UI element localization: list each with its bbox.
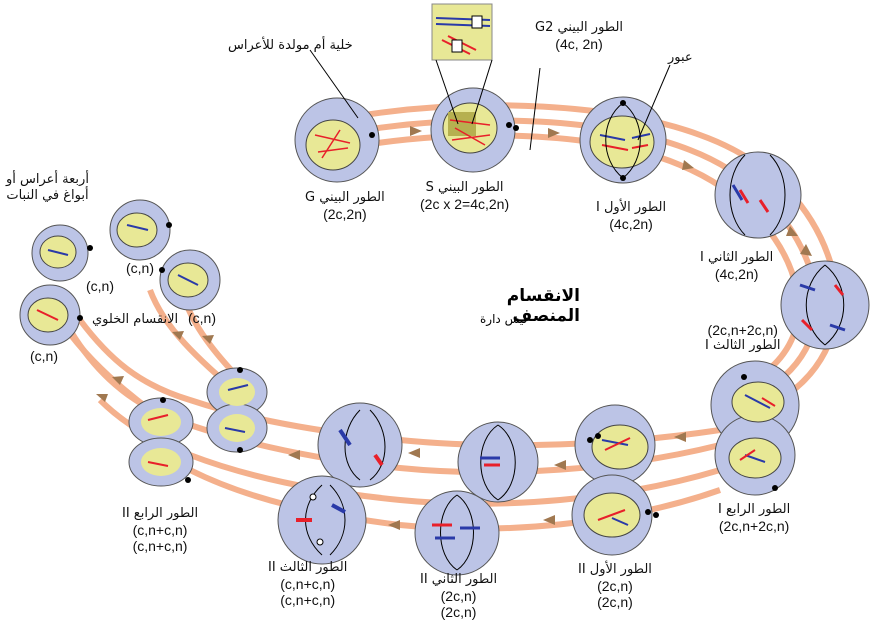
stage-formula: (c,n+c,n) bbox=[132, 522, 188, 538]
gamete-formula-2: (c,n) bbox=[126, 260, 154, 276]
stage-name: الطور الثالث II bbox=[268, 560, 348, 575]
cell-anaphase-1 bbox=[780, 260, 870, 350]
stage-name: الطور الثاني II bbox=[420, 572, 498, 587]
stage-name: الطور البيني G2 bbox=[535, 20, 624, 35]
label-crossing-over: عبور bbox=[668, 50, 693, 65]
stage-formula: (2c,n) bbox=[597, 578, 633, 594]
cell-anaphase-2-bottom bbox=[277, 475, 367, 565]
cell-metaphase-2-top bbox=[457, 421, 539, 503]
stage-s-interphase: الطور البيني S (2c x 2=4c,2n) bbox=[420, 180, 509, 212]
stage-metaphase-2: الطور الثاني II (2c,n) (2c,n) bbox=[420, 572, 497, 620]
flow-arrows bbox=[96, 126, 812, 530]
stage-anaphase-1: (2c,n+2c,n) الطور الثالث I bbox=[705, 322, 781, 354]
stage-formula: (4c, 2n) bbox=[555, 36, 603, 52]
cell-anaphase-2-top bbox=[317, 402, 403, 488]
stage-name: الطور الأول II bbox=[578, 562, 652, 577]
stage-prophase-1: الطور الأول I (4c,2n) bbox=[596, 200, 666, 232]
center-subtitle: ليس دارة bbox=[480, 312, 528, 326]
stage-g-interphase: الطور البيني G (2c,2n) bbox=[305, 190, 385, 222]
gamete-formula-3: (c,n) bbox=[188, 310, 216, 326]
stage-formula: (c,n+c,n) bbox=[280, 576, 336, 592]
stage-formula-2: (c,n+c,n) bbox=[132, 538, 188, 554]
cell-telophase-2-top bbox=[206, 367, 268, 453]
cell-prophase-1 bbox=[579, 96, 667, 184]
stage-g2-interphase: الطور البيني G2 (4c, 2n) bbox=[535, 20, 623, 52]
label-gametes-line1: أربعة أعراس أو bbox=[6, 172, 89, 187]
stage-formula-2: (2c,n) bbox=[597, 594, 633, 610]
stage-formula-2: (2c,n) bbox=[440, 604, 477, 620]
pointer-lines bbox=[309, 49, 671, 151]
cell-prophase-2-bottom bbox=[571, 474, 659, 556]
center-title: الانقسام المنصف bbox=[506, 286, 580, 326]
label-gametes: أربعة أعراس أو أبواغ في النبات bbox=[6, 172, 89, 204]
gamete-formula-4: (c,n) bbox=[30, 348, 58, 364]
stage-name: الطور الثاني I bbox=[700, 250, 774, 265]
cell-s-interphase bbox=[430, 3, 519, 173]
cell-metaphase-2-bottom bbox=[414, 490, 500, 576]
stage-name: الطور البيني G bbox=[305, 190, 385, 205]
stage-formula: (2c,n) bbox=[440, 588, 477, 604]
stage-metaphase-1: الطور الثاني I (4c,2n) bbox=[700, 250, 773, 282]
cell-metaphase-1 bbox=[714, 151, 802, 239]
gamete-formula-1: (c,n) bbox=[86, 278, 114, 294]
stage-name: الطور الثالث I bbox=[705, 338, 781, 353]
stage-name: الطور البيني S bbox=[425, 180, 504, 195]
stage-formula: (4c,2n) bbox=[609, 216, 653, 232]
stage-prophase-2: الطور الأول II (2c,n) (2c,n) bbox=[578, 562, 652, 610]
stage-formula: (2c x 2=4c,2n) bbox=[420, 196, 510, 212]
cell-g-interphase bbox=[294, 97, 380, 183]
stage-name: الطور الرابع II bbox=[122, 506, 199, 521]
stage-name: الطور الأول I bbox=[596, 200, 667, 215]
stage-name: الطور الرابع I bbox=[718, 502, 791, 517]
stage-formula: (2c,n+2c,n) bbox=[707, 322, 778, 338]
stage-telophase-1: الطور الرابع I (2c,n+2c,n) bbox=[718, 502, 790, 534]
cell-prophase-2-top bbox=[574, 404, 656, 486]
stage-formula: (2c,n+2c,n) bbox=[718, 518, 790, 534]
label-mother-cell: خلية أم مولدة للأعراس bbox=[228, 38, 353, 53]
cell-telophase-1 bbox=[710, 360, 800, 496]
stage-anaphase-2: الطور الثالث II (c,n+c,n) (c,n+c,n) bbox=[268, 560, 347, 608]
cell-telophase-2-bottom bbox=[128, 397, 194, 487]
stage-formula-2: (c,n+c,n) bbox=[280, 592, 336, 608]
stage-telophase-2: الطور الرابع II (c,n+c,n) (c,n+c,n) bbox=[122, 506, 198, 554]
stage-formula: (2c,2n) bbox=[323, 206, 367, 222]
stage-formula: (4c,2n) bbox=[714, 266, 759, 282]
label-cytokinesis: الانقسام الخلوي bbox=[92, 312, 179, 327]
gamete-cells bbox=[19, 199, 221, 346]
label-gametes-line2: أبواغ في النبات bbox=[6, 188, 89, 203]
